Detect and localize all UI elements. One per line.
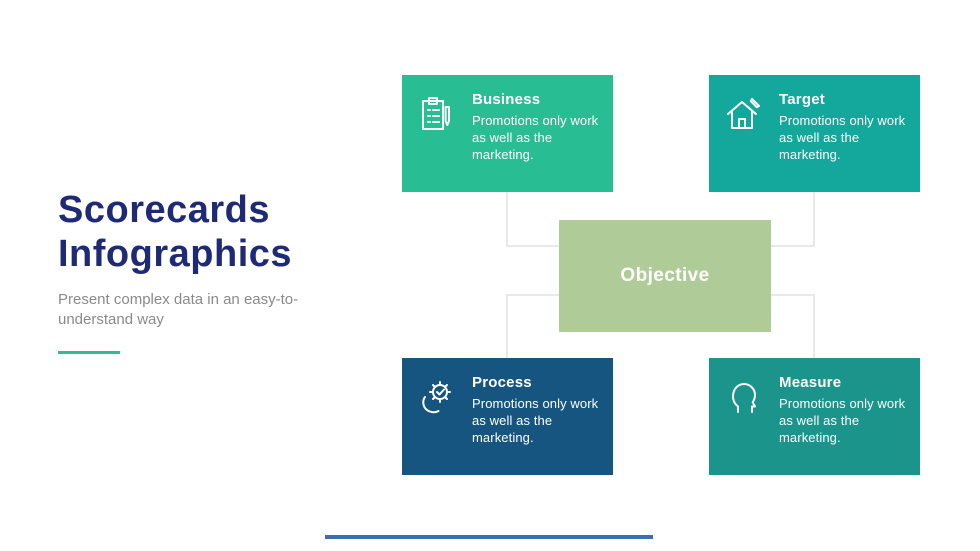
card-body: Promotions only work as well as the mark… (779, 113, 906, 163)
card-title: Business (472, 91, 541, 108)
connector-business-horizontal (506, 245, 559, 247)
card-title: Process (472, 374, 532, 391)
phone-gear-icon (416, 374, 462, 463)
page-title-line2: Infographics (58, 233, 293, 276)
card-measure: Measure Promotions only work as well as … (709, 358, 920, 475)
accent-underline (58, 350, 120, 354)
card-text: Business Promotions only work as well as… (472, 91, 601, 180)
page-title: Scorecards Infographics (58, 188, 328, 276)
connector-target-vertical (813, 192, 815, 247)
card-title: Target (779, 91, 825, 108)
card-text: Target Promotions only work as well as t… (779, 91, 908, 180)
footer-divider-line (325, 535, 653, 539)
card-text: Process Promotions only work as well as … (472, 374, 601, 463)
page-subtitle: Present complex data in an easy-to-under… (58, 291, 299, 329)
card-title: Measure (779, 374, 842, 391)
connector-process-vertical (506, 294, 508, 358)
connector-process-horizontal (506, 294, 559, 296)
clipboard-checklist-icon (416, 91, 462, 180)
house-pencil-icon (723, 91, 769, 180)
page-title-line1: Scorecards (58, 189, 271, 231)
card-body: Promotions only work as well as the mark… (472, 113, 599, 163)
connector-measure-horizontal (770, 294, 815, 296)
center-objective-box: Objective (559, 220, 771, 332)
connector-measure-vertical (813, 294, 815, 358)
head-profile-icon (723, 374, 769, 463)
connector-target-horizontal (770, 245, 815, 247)
card-body: Promotions only work as well as the mark… (779, 396, 906, 446)
card-body: Promotions only work as well as the mark… (472, 396, 599, 446)
left-panel: Scorecards Infographics Present complex … (58, 188, 328, 354)
objective-label: Objective (620, 265, 710, 286)
connector-business-vertical (506, 192, 508, 247)
card-target: Target Promotions only work as well as t… (709, 75, 920, 192)
card-text: Measure Promotions only work as well as … (779, 374, 908, 463)
card-business: Business Promotions only work as well as… (402, 75, 613, 192)
card-process: Process Promotions only work as well as … (402, 358, 613, 475)
